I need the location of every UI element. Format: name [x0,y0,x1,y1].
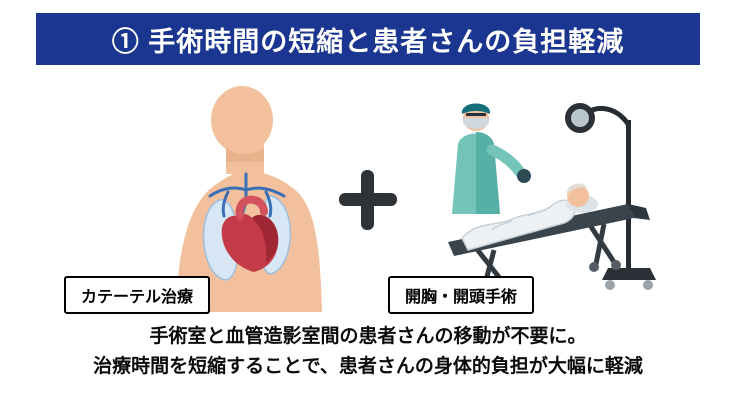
slide-title-banner: ① 手術時間の短縮と患者さんの負担軽減 [36,13,700,65]
surgeon-eyes [466,113,486,116]
label-catheter: カテーテル治療 [64,276,211,314]
footer-line-2: 治療時間を短縮することで、患者さんの身体的負担が大幅に軽減 [93,356,643,377]
footer-line-1: 手術室と血管造影室間の患者さんの移動が不要に。 [149,326,587,347]
patient-blanket [461,199,576,251]
plus-icon [339,167,397,233]
surgical-glove [517,169,531,183]
table-wheel [611,260,621,270]
lamp-pole [626,120,631,268]
footer-text: 手術室と血管造影室間の患者さんの移動が不要に。 治療時間を短縮することで、患者さ… [0,322,736,382]
open-surgery-illustration [432,92,672,297]
label-open-surgery-text: 開胸・開頭手術 [405,289,518,306]
surgeon-figure [452,103,531,214]
slide-title: ① 手術時間の短縮と患者さんの負担軽減 [111,26,625,57]
patient-head [567,185,589,207]
catheter-treatment-illustration [168,82,328,312]
table-wheel [589,262,599,272]
surgical-cap [461,103,491,114]
torso-heart-illustration [176,86,322,312]
aorta [235,195,268,220]
patient-hair [567,183,588,196]
surgeon-arm [486,144,526,178]
surgical-mask [463,118,489,129]
patient-head [211,86,273,154]
operating-room-illustration [448,103,656,296]
lamp-base [602,268,656,280]
label-open-surgery: 開胸・開頭手術 [388,276,535,314]
label-catheter-text: カテーテル治療 [81,289,194,306]
